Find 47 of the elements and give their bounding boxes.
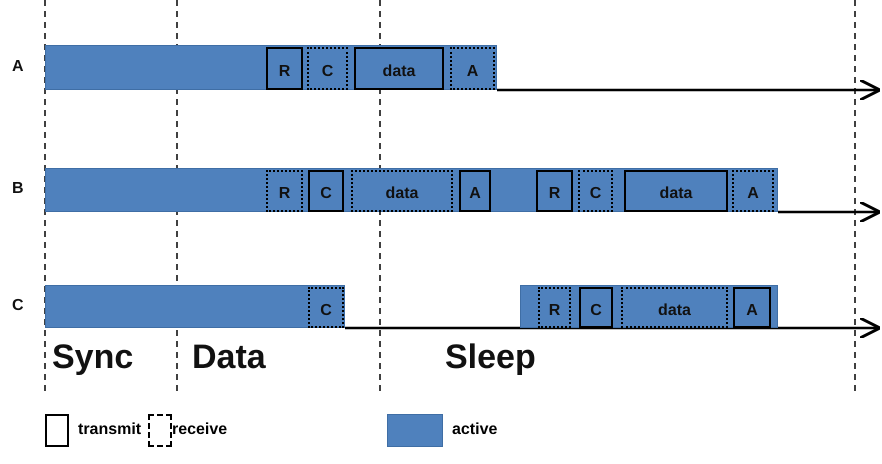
active-period-bar	[45, 45, 497, 90]
transmit-slot	[459, 170, 491, 212]
active-period-bar	[45, 285, 345, 328]
receive-slot	[621, 287, 728, 328]
phase-label: Sync	[52, 338, 134, 377]
row-label: C	[12, 297, 24, 315]
slot-label: C	[320, 185, 332, 203]
slot-label: R	[548, 185, 560, 203]
slot-label: data	[386, 185, 418, 203]
transmit-slot	[266, 47, 303, 90]
transmit-slot	[308, 170, 344, 212]
receive-slot	[578, 170, 613, 212]
receive-slot	[308, 287, 344, 328]
active-period-bar	[520, 285, 778, 328]
receive-slot	[538, 287, 571, 328]
slot-label: A	[469, 185, 481, 203]
slot-label: C	[320, 302, 332, 320]
transmit-slot	[733, 287, 771, 328]
slot-label: R	[278, 62, 290, 80]
transmit-slot	[624, 170, 728, 212]
receive-slot	[307, 47, 348, 90]
slot-label: C	[590, 185, 602, 203]
transmit-slot	[536, 170, 573, 212]
slot-label: data	[382, 62, 416, 80]
slot-label: A	[747, 185, 759, 203]
transmit-slot	[579, 287, 613, 328]
row-label: A	[12, 58, 24, 76]
slot-label: A	[746, 302, 758, 320]
slot-label: C	[322, 62, 334, 80]
legend-label: receive	[172, 421, 228, 439]
transmit-slot	[354, 47, 444, 90]
receive-slot	[450, 47, 495, 90]
slot-label: data	[660, 185, 692, 203]
legend-label: transmit	[78, 421, 142, 439]
slot-label: A	[466, 62, 478, 80]
row-label: B	[12, 180, 24, 198]
slot-label: R	[278, 185, 290, 203]
receive-slot	[266, 170, 303, 212]
receive-slot	[732, 170, 774, 212]
phase-label: Data	[192, 338, 266, 377]
legend-label: active	[452, 421, 498, 439]
slot-label: C	[590, 302, 602, 320]
phase-label: Sleep	[445, 338, 536, 377]
receive-slot	[351, 170, 453, 212]
slot-label: R	[548, 302, 560, 320]
slot-label: data	[658, 302, 691, 320]
active-period-bar	[45, 168, 778, 212]
